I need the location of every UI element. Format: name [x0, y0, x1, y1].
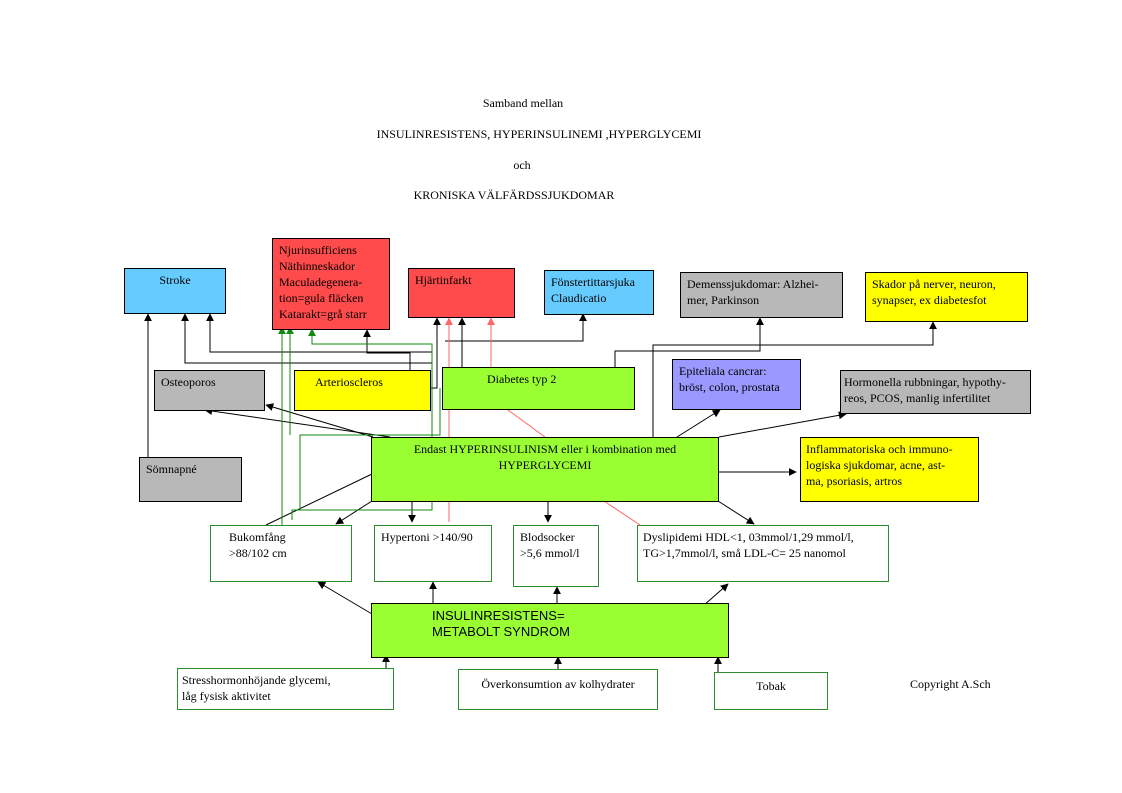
box-insulin-line-2: METABOLT SYNDROM — [432, 624, 570, 639]
box-njur-line-1: Njurinsufficiens — [279, 243, 357, 257]
box-demens-line-2: mer, Parkinson — [687, 293, 760, 307]
box-stroke: Stroke — [124, 268, 226, 314]
box-stroke-line: Stroke — [159, 273, 191, 287]
box-hjartinfarkt: Hjärtinfarkt — [408, 268, 515, 318]
box-skador-line-2: synapser, ex diabetesfot — [872, 293, 987, 307]
box-hypertoni: Hypertoni >140/90 — [374, 525, 492, 582]
box-overkonsumtion: Överkonsumtion av kolhydrater — [458, 669, 658, 710]
box-endast-hyperinsulinism: Endast HYPERINSULINISM eller i kombinati… — [371, 437, 719, 502]
box-endast-line-2: HYPERGLYCEMI — [498, 458, 592, 472]
box-hormon-line-1: Hormonella rubbningar, hypothy- — [844, 375, 1006, 389]
box-somnapne: Sömnapné — [139, 457, 242, 502]
box-fonster-line-1: Fönstertittarsjuka — [551, 275, 635, 289]
box-skador-nerver: Skador på nerver, neuron, synapser, ex d… — [865, 272, 1028, 322]
box-bukomfang: Bukomfång >88/102 cm — [210, 525, 352, 582]
box-epitel-line-2: bröst, colon, prostata — [679, 380, 780, 394]
box-stresshormon: Stresshormonhöjande glycemi, låg fysisk … — [177, 668, 394, 710]
box-over-line: Överkonsumtion av kolhydrater — [481, 677, 635, 691]
copyright-text: Copyright A.Sch — [910, 677, 991, 691]
box-hormonella-rubbningar: Hormonella rubbningar, hypothy- reos, PC… — [840, 370, 1031, 414]
box-fonster-line-2: Claudicatio — [551, 291, 607, 305]
box-somn-line: Sömnapné — [146, 462, 197, 476]
box-demens-line-1: Demenssjukdomar: Alzhei- — [687, 277, 819, 291]
box-diabetes-typ-2: Diabetes typ 2 — [442, 367, 635, 410]
box-inflammatoriska: Inflammatoriska och immuno- logiska sjuk… — [800, 437, 979, 502]
box-skador-line-1: Skador på nerver, neuron, — [872, 277, 996, 291]
title-line-4: KRONISKA VÄLFÄRDSSJUKDOMAR — [413, 188, 615, 202]
box-buk-line-1: Bukomfång — [229, 530, 286, 544]
box-insulin-line-1: INSULINRESISTENS= — [432, 608, 565, 623]
box-fonstertittarsjuka: Fönstertittarsjuka Claudicatio — [544, 270, 654, 315]
box-dyslipidemi: Dyslipidemi HDL<1, 03mmol/1,29 mmol/l, T… — [637, 525, 889, 582]
box-hyper-line: Hypertoni >140/90 — [381, 530, 473, 544]
box-arterioscleros: Arterioscleros — [294, 370, 431, 411]
box-diabetes-line: Diabetes typ 2 — [487, 372, 557, 386]
box-blodsocker: Blodsocker >5,6 mmol/l — [513, 525, 599, 587]
box-buk-line-2: >88/102 cm — [229, 546, 287, 560]
box-blod-line-2: >5,6 mmol/l — [520, 546, 580, 560]
box-njurinsufficiens: Njurinsufficiens Näthinneskador Maculade… — [272, 238, 390, 330]
box-inflam-line-1: Inflammatoriska och immuno- — [806, 442, 953, 456]
box-osteo-line: Osteoporos — [161, 375, 216, 389]
box-hormon-line-2: reos, PCOS, manlig infertilitet — [844, 391, 991, 405]
box-blod-line-1: Blodsocker — [520, 530, 575, 544]
box-stress-line-2: låg fysisk aktivitet — [182, 689, 271, 703]
box-epitel-line-1: Epiteliala cancrar: — [679, 364, 767, 378]
box-tobak: Tobak — [714, 672, 828, 710]
box-njur-line-5: Katarakt=grå starr — [279, 307, 367, 321]
box-dysl-line-2: TG>1,7mmol/l, små LDL-C= 25 nanomol — [643, 546, 846, 560]
box-insulinresistens: INSULINRESISTENS= METABOLT SYNDROM — [371, 603, 729, 658]
title-line-2: INSULINRESISTENS, HYPERINSULINEMI ,HYPER… — [376, 127, 702, 141]
box-njur-line-4: tion=gula fläcken — [279, 291, 364, 305]
box-tobak-line: Tobak — [756, 679, 786, 693]
title-line-1: Samband mellan — [482, 96, 564, 110]
box-epiteliala-cancrar: Epiteliala cancrar: bröst, colon, prosta… — [672, 359, 801, 410]
box-njur-line-3: Maculadegenera- — [279, 275, 363, 289]
title-line-3: och — [513, 158, 531, 172]
box-endast-line-1: Endast HYPERINSULINISM eller i kombinati… — [413, 442, 677, 456]
box-njur-line-2: Näthinneskador — [279, 259, 355, 273]
box-arterio-line: Arterioscleros — [315, 375, 383, 389]
box-stress-line-1: Stresshormonhöjande glycemi, — [182, 673, 331, 687]
box-inflam-line-3: ma, psoriasis, artros — [806, 474, 902, 488]
box-hjart-line: Hjärtinfarkt — [415, 273, 472, 287]
box-demenssjukdomar: Demenssjukdomar: Alzhei- mer, Parkinson — [680, 272, 843, 318]
box-inflam-line-2: logiska sjukdomar, acne, ast- — [806, 458, 946, 472]
box-osteoporos: Osteoporos — [154, 370, 265, 411]
box-dysl-line-1: Dyslipidemi HDL<1, 03mmol/1,29 mmol/l, — [643, 530, 854, 544]
